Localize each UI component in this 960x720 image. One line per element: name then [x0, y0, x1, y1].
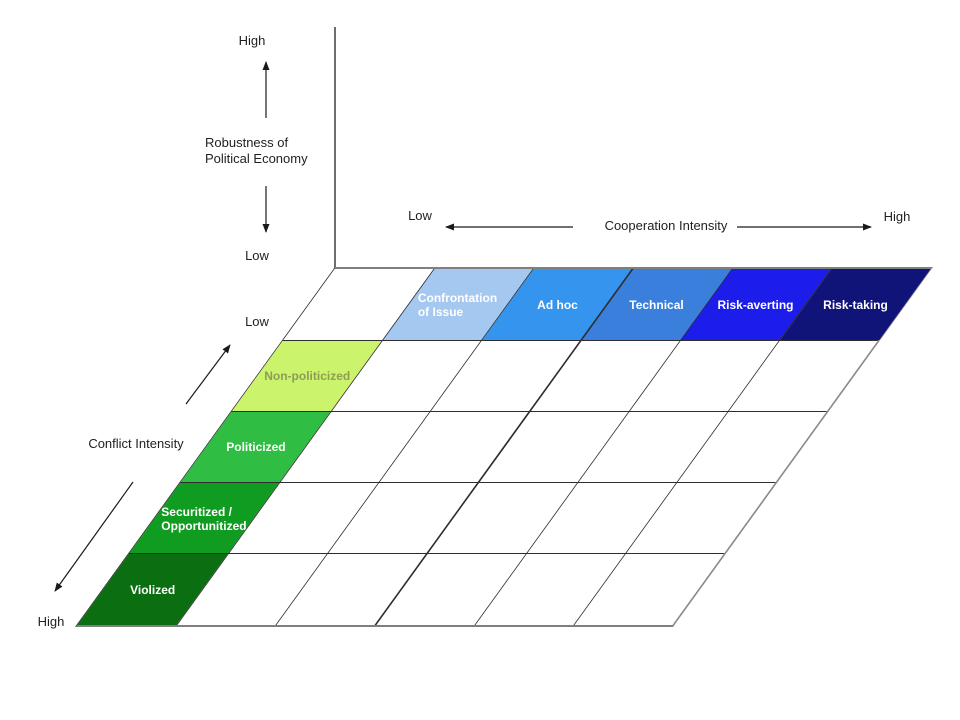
cell-risk-taking-label: Risk-taking [822, 297, 888, 312]
conflict-low-arrow-icon [185, 344, 231, 405]
vertical-axis-low-label: Low [245, 248, 269, 263]
cooperation-axis-title: Cooperation Intensity [604, 218, 728, 233]
vertical-axis-title: Robustness of Political Economy [205, 135, 308, 166]
conflict-axis-high-label: High [37, 614, 65, 629]
conflict-axis-title: Conflict Intensity [88, 436, 184, 451]
cooperation-axis-high-label: High [883, 209, 911, 224]
vertical-axis-high-label: High [238, 33, 266, 48]
cooperation-axis-low-label: Low [408, 208, 432, 223]
conflict-axis-low-label: Low [245, 314, 269, 329]
